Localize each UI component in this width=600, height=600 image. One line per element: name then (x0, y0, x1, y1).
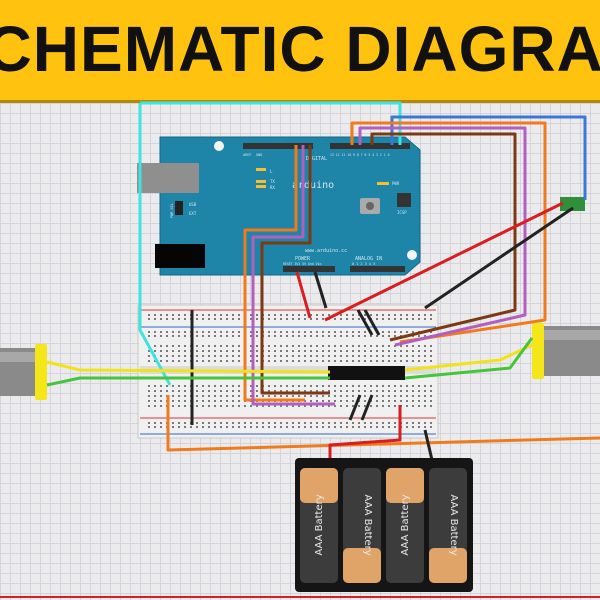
aref-label: AREF (243, 153, 251, 157)
digital-label: DIGITAL (306, 156, 327, 162)
battery-label: AAA Battery (400, 494, 411, 555)
page-title: SCHEMATIC DIAGRAM (0, 13, 600, 85)
wire-blue (390, 115, 587, 200)
pwr-sel-label: PWR SEL (170, 203, 174, 218)
wire-black-module (424, 206, 574, 310)
analog-label: ANALOG IN (355, 256, 382, 262)
wire-purple-top (358, 126, 527, 347)
aaa-battery: AAA Battery (386, 468, 424, 583)
digital-pin-numbers: 13 12 11 10 9 8 7 6 5 4 3 2 1 0 (330, 153, 390, 157)
analog-header (350, 266, 405, 272)
switch-module (560, 197, 585, 211)
gnd-label: GND (256, 153, 262, 157)
digital-header-2 (330, 143, 410, 149)
led-l-label: L (270, 169, 273, 174)
wire-orange-bottom (166, 395, 600, 452)
wire-yellow-right (404, 343, 533, 372)
battery-label: AAA Battery (314, 494, 325, 555)
digital-header (243, 143, 313, 149)
aaa-battery: AAA Battery (343, 468, 381, 583)
wire-brown (260, 145, 330, 395)
pwr-label: PWR (392, 181, 400, 186)
wire-purple (251, 145, 335, 406)
power-header (283, 266, 335, 272)
battery-pack: AAA Battery AAA Battery AAA Battery AAA Bat… (295, 458, 473, 592)
wires (46, 101, 600, 461)
wire-black-chip-2 (363, 309, 381, 336)
title-banner: SCHEMATIC DIAGRAM (0, 0, 600, 103)
wire-brown-top (370, 132, 517, 342)
usb-port (137, 163, 199, 193)
wire-red-module (324, 201, 564, 322)
wire-red-battery (328, 405, 402, 460)
battery-label: AAA Battery (362, 494, 373, 555)
usb-label: USB (189, 202, 197, 207)
arduino-board: arduino DIGITAL www.arduino.cc POWER ANA… (137, 136, 421, 276)
aaa-battery: AAA Battery (429, 468, 467, 583)
wire-black-arduino (313, 271, 328, 309)
wire-yellow-left (46, 360, 331, 374)
analog-pin-numbers: 0 1 2 3 4 5 (352, 262, 375, 266)
power-pin-labels: RESET 3V3 5V Gnd Vin (283, 262, 321, 266)
wire-orange-top (350, 121, 547, 344)
wire-black-chip-3 (348, 394, 362, 421)
right-motor (532, 323, 600, 379)
icsp-header (397, 193, 411, 207)
motor-driver-chip (328, 366, 405, 380)
wire-black-battery (423, 429, 434, 461)
wire-black-chip-4 (360, 394, 374, 421)
icsp-label: ICSP (397, 210, 407, 215)
wire-orange (243, 145, 305, 402)
wire-red-arduino (295, 271, 312, 319)
wire-green-left (46, 376, 330, 387)
wire-cyan (138, 103, 172, 386)
wire-green-right (404, 337, 534, 380)
wire-cyan-2 (140, 101, 402, 145)
led-tx-label: TX (270, 179, 275, 184)
arduino-logo: arduino (292, 180, 334, 191)
ext-label: EXT (189, 211, 197, 216)
led-rx-label: RX (270, 185, 275, 190)
power-label: POWER (295, 256, 311, 262)
wire-black-chip-1 (356, 309, 374, 336)
power-jack (155, 244, 205, 268)
left-motor (0, 344, 47, 400)
battery-label: AAA Battery (448, 494, 459, 555)
website-label: www.arduino.cc (305, 248, 347, 254)
aaa-battery: AAA Battery (300, 468, 338, 583)
